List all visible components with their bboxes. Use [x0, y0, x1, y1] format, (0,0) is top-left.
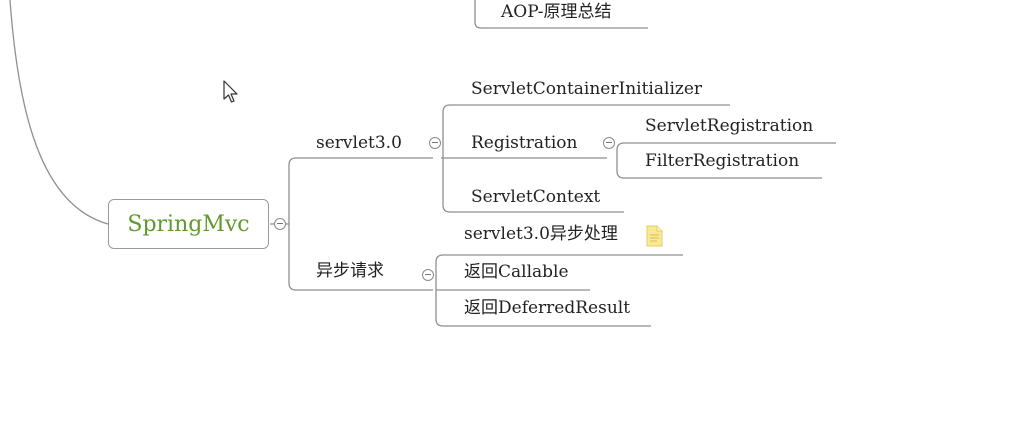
node-servlet-container-initializer[interactable]: ServletContainerInitializer: [471, 79, 703, 99]
node-servlet30[interactable]: servlet3.0: [316, 133, 402, 153]
node-servlet-context[interactable]: ServletContext: [471, 187, 601, 207]
node-return-deferred-result[interactable]: 返回DeferredResult: [464, 298, 631, 318]
node-async-request[interactable]: 异步请求: [316, 261, 384, 281]
node-filter-registration[interactable]: FilterRegistration: [645, 151, 800, 171]
mouse-cursor-icon: [223, 80, 238, 103]
collapse-toggle-icon[interactable]: [274, 218, 286, 230]
node-aop-summary[interactable]: AOP-原理总结: [501, 2, 612, 22]
collapse-toggle-icon[interactable]: [603, 137, 615, 149]
node-servlet30-async[interactable]: servlet3.0异步处理: [464, 224, 618, 244]
node-return-callable[interactable]: 返回Callable: [464, 262, 569, 282]
collapse-toggle-icon[interactable]: [422, 269, 434, 281]
node-registration[interactable]: Registration: [471, 133, 578, 153]
note-icon[interactable]: [645, 225, 664, 247]
collapse-toggle-icon[interactable]: [429, 137, 441, 149]
node-servlet-registration[interactable]: ServletRegistration: [645, 116, 814, 136]
root-node-springmvc[interactable]: SpringMvc: [108, 199, 269, 249]
